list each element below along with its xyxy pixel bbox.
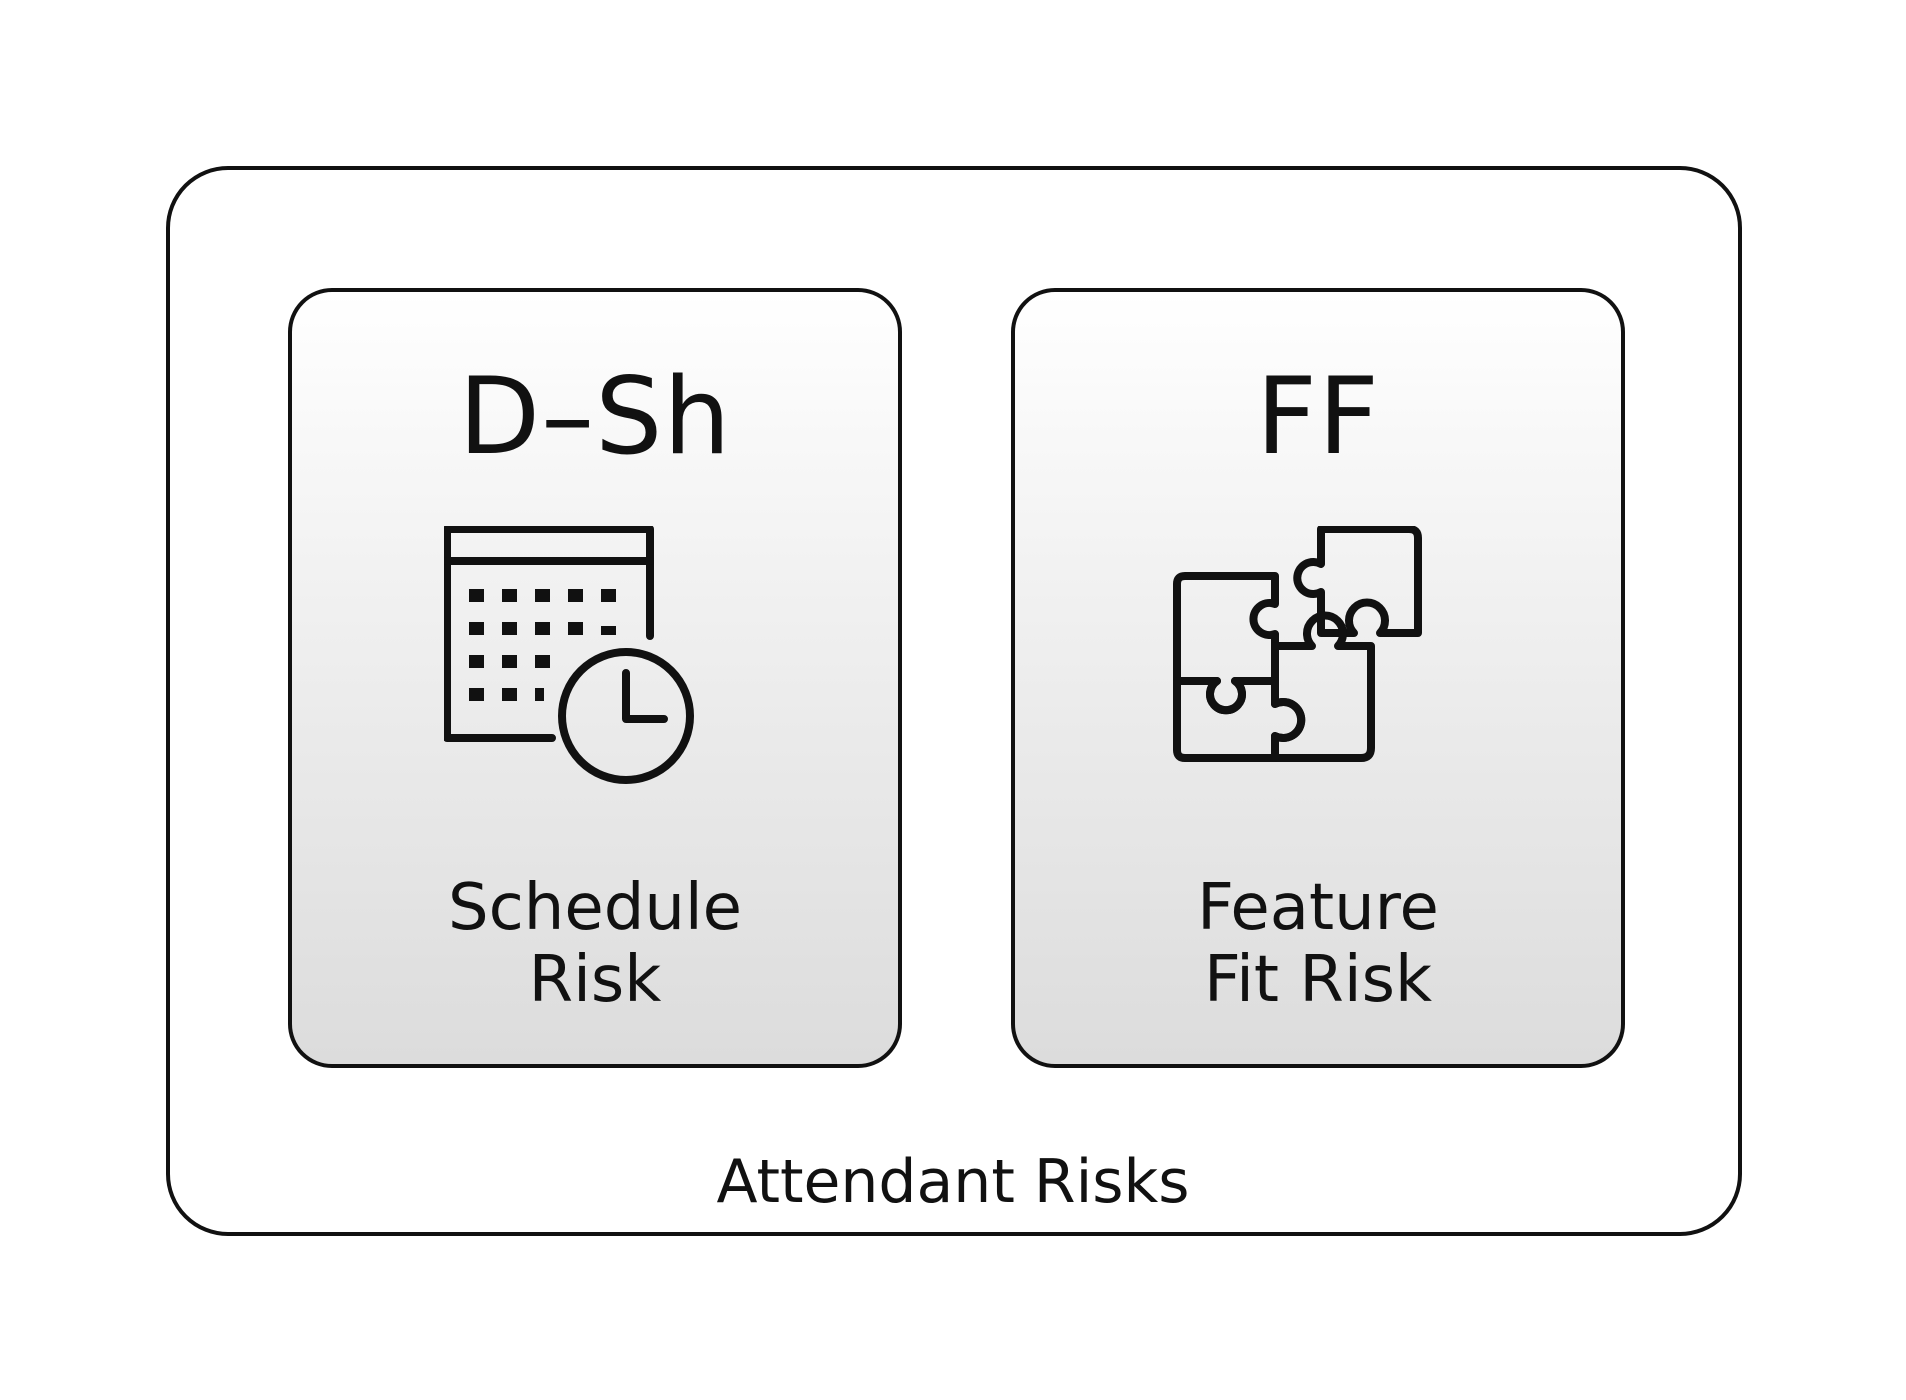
schedule-risk-card: D–Sh xyxy=(288,288,902,1068)
feature-fit-risk-label-line-1: Feature xyxy=(1197,871,1439,945)
feature-fit-risk-label: Feature Fit Risk xyxy=(1015,872,1621,1016)
puzzle-pieces-icon xyxy=(1167,526,1477,836)
feature-fit-risk-card: FF Feature Fit Risk xyxy=(1011,288,1625,1068)
feature-fit-risk-label-line-2: Fit Risk xyxy=(1203,943,1433,1017)
schedule-risk-label-line-2: Risk xyxy=(528,943,662,1017)
schedule-risk-code: D–Sh xyxy=(458,355,732,478)
schedule-risk-label: Schedule Risk xyxy=(292,872,898,1016)
calendar-clock-icon xyxy=(444,526,754,836)
schedule-risk-label-line-1: Schedule xyxy=(447,871,743,945)
feature-fit-risk-code: FF xyxy=(1256,355,1380,478)
attendant-risks-caption: Attendant Risks xyxy=(716,1147,1190,1217)
